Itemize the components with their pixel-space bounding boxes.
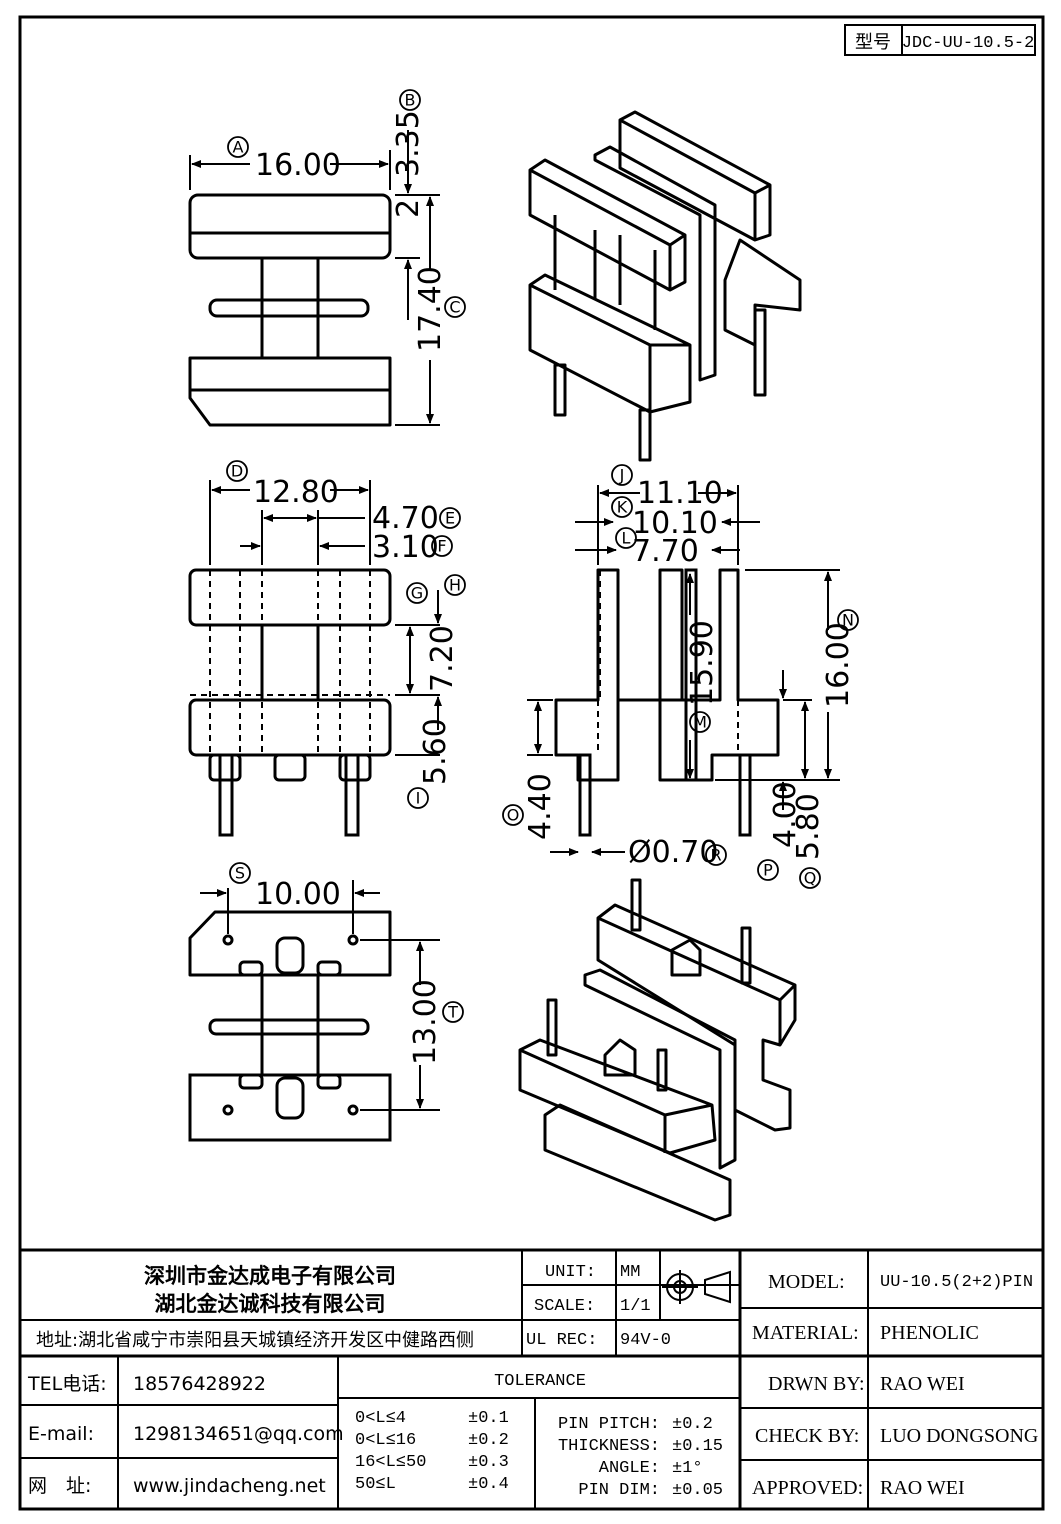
iso-view-top: [528, 110, 802, 462]
check-value: LUO DONGSONG: [880, 1425, 1038, 1447]
dim-A: 16.00: [255, 148, 341, 183]
label-A: A: [233, 138, 244, 157]
dim-O: 4.40: [523, 773, 558, 840]
label-N: N: [842, 611, 854, 630]
unit-value: MM: [620, 1263, 640, 1282]
dim-S: 10.00: [255, 877, 341, 912]
approved-label: APPROVED:: [752, 1477, 863, 1499]
dim-N: 16.00: [821, 622, 856, 708]
email-value: 1298134651@qq.com: [133, 1423, 344, 1445]
tol2-label-1: PIN PITCH:: [558, 1415, 660, 1434]
dim-I: 5.60: [418, 718, 453, 785]
iso-view-bottom: [518, 878, 797, 1222]
dim-L: 7.70: [632, 534, 699, 569]
label-D: D: [231, 462, 243, 481]
company-address: 地址:湖北省咸宁市崇阳县天城镇经济开发区中健路西侧: [36, 1330, 474, 1351]
tol-range-1: 0<L≤4: [355, 1409, 406, 1428]
tol-value-4: ±0.4: [468, 1475, 509, 1494]
label-S: S: [235, 864, 245, 883]
label-E: E: [445, 509, 455, 528]
dim-Q: 5.80: [791, 793, 826, 860]
dim-P: 4.00: [768, 781, 803, 848]
reference-labels: [226, 89, 859, 1023]
sheet-border: [18, 15, 1045, 1511]
tol2-label-3: ANGLE:: [599, 1459, 660, 1478]
material-label: MATERIAL:: [752, 1322, 859, 1344]
label-H: H: [449, 576, 461, 595]
drawn-label: DRWN BY:: [768, 1373, 865, 1395]
scale-value: 1/1: [620, 1297, 651, 1316]
tol2-value-2: ±0.15: [672, 1437, 723, 1456]
model-label: MODEL:: [768, 1271, 845, 1293]
tolerance-title: TOLERANCE: [494, 1372, 586, 1391]
ulrec-value: 94V-0: [620, 1331, 671, 1350]
label-T: T: [447, 1003, 458, 1022]
label-F: F: [437, 537, 446, 556]
label-R: R: [710, 846, 721, 865]
unit-label: UNIT:: [545, 1263, 596, 1282]
tol2-label-2: THICKNESS:: [558, 1437, 660, 1456]
dim-B2: 2: [391, 199, 426, 218]
title-block: [20, 1248, 1043, 1509]
company-name-2: 湖北金达诚科技有限公司: [155, 1292, 386, 1316]
label-M: M: [693, 713, 707, 732]
label-K: K: [617, 498, 628, 517]
dim-B: 3.35: [391, 110, 426, 177]
model-tag: 型号 JDC-UU-10.5-2: [844, 24, 1036, 56]
check-label: CHECK BY:: [755, 1425, 859, 1447]
label-O: O: [507, 806, 520, 825]
tol2-value-1: ±0.2: [672, 1415, 713, 1434]
front-view: [188, 130, 440, 427]
tol-value-2: ±0.2: [468, 1431, 509, 1450]
approved-value: RAO WEI: [880, 1477, 965, 1499]
tol-range-2: 0<L≤16: [355, 1431, 416, 1450]
bottom-view: [188, 880, 440, 1142]
email-label: E-mail:: [28, 1423, 94, 1445]
dim-R: Ø0.70: [628, 835, 718, 870]
ulrec-label: UL REC:: [526, 1331, 597, 1350]
label-C: C: [449, 298, 460, 317]
tol-value-3: ±0.3: [468, 1453, 509, 1472]
label-P: P: [763, 861, 773, 880]
scale-label: SCALE:: [534, 1297, 595, 1316]
dim-J: 11.10: [637, 476, 723, 511]
model-value: UU-10.5(2+2)PIN: [880, 1273, 1033, 1292]
label-Q: Q: [804, 869, 817, 888]
tol2-value-4: ±0.05: [672, 1481, 723, 1500]
tel-label: TEL电话:: [27, 1373, 107, 1395]
dim-H: 7.20: [425, 625, 460, 692]
dim-F: 3.10: [372, 530, 439, 565]
label-G: G: [411, 584, 423, 603]
type-label: 型号: [855, 32, 891, 53]
dim-D: 12.80: [253, 475, 339, 510]
label-I: I: [416, 789, 421, 808]
side-view: [188, 480, 442, 837]
dim-C: 17.40: [413, 266, 448, 352]
tol-value-1: ±0.1: [468, 1409, 509, 1428]
right-view: [527, 485, 840, 856]
dim-M: 15.90: [685, 620, 720, 706]
tol-range-3: 16<L≤50: [355, 1453, 426, 1472]
dim-K: 10.10: [632, 506, 718, 541]
material-value: PHENOLIC: [880, 1322, 979, 1344]
type-value: JDC-UU-10.5-2: [902, 34, 1035, 53]
label-B: B: [405, 91, 416, 110]
tol-range-4: 50≤L: [355, 1475, 396, 1494]
tel-value: 18576428922: [133, 1373, 266, 1395]
company-name-1: 深圳市金达成电子有限公司: [144, 1264, 396, 1288]
web-label: 网 址:: [28, 1475, 91, 1497]
web-value: www.jindacheng.net: [133, 1475, 326, 1497]
tol2-value-3: ±1°: [672, 1459, 703, 1478]
dim-T: 13.00: [408, 979, 443, 1065]
tol2-label-4: PIN DIM:: [578, 1481, 660, 1500]
label-L: L: [622, 529, 631, 548]
dim-E: 4.70: [372, 501, 439, 536]
drawn-value: RAO WEI: [880, 1373, 965, 1395]
label-J: J: [619, 466, 625, 485]
